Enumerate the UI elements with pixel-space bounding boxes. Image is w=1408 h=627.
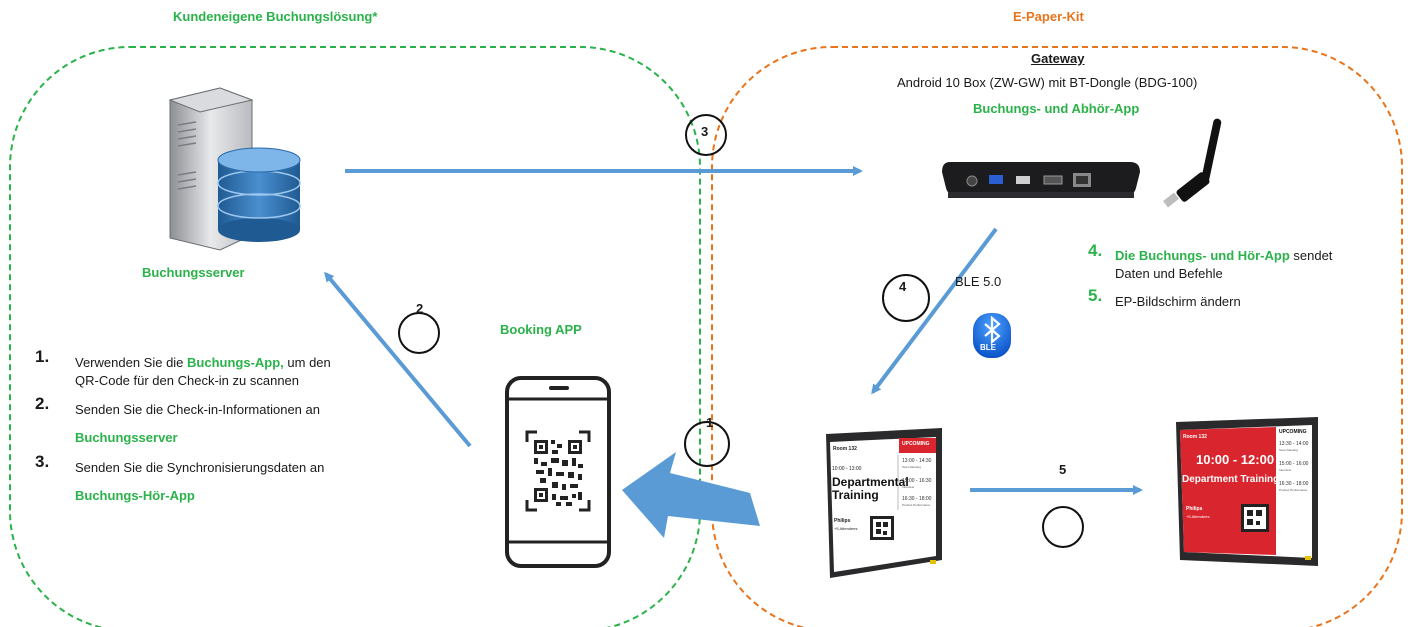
right-zone-title: E-Paper-Kit xyxy=(1013,9,1084,24)
ep2-room: Room 132 xyxy=(1183,434,1207,440)
step-1-post: um den xyxy=(283,355,331,370)
ep1-attendees: +5 Attendees xyxy=(834,526,858,531)
circle-4 xyxy=(882,274,930,322)
bluetooth-logo-icon xyxy=(973,313,1011,358)
marker-2: 2 xyxy=(416,301,424,316)
ep1-slot1: 13:00 - 14:30 xyxy=(902,458,932,464)
step-3-number: 3. xyxy=(35,452,50,471)
ep2-upcoming: UPCOMING xyxy=(1279,429,1307,435)
gateway-description: Android 10 Box (ZW-GW) mit BT-Dongle (BD… xyxy=(897,75,1198,90)
ep1-time: 10:00 - 13:00 xyxy=(832,466,862,472)
circle-5 xyxy=(1042,506,1084,548)
ep2-attendees: +5 Attendees xyxy=(1186,514,1210,519)
gateway-box-icon xyxy=(942,162,1140,198)
circle-1 xyxy=(684,421,730,467)
bt-logo-text: BLE xyxy=(980,343,996,352)
circle-3 xyxy=(685,114,727,156)
ep1-room: Room 132 xyxy=(833,446,857,452)
step-4-text: Die Buchungs- und Hör-App sendet xyxy=(1115,247,1332,264)
ep1-slot2-sub: Interview xyxy=(902,485,915,489)
ep2-slot2: 15:00 - 16:00 xyxy=(1279,461,1309,467)
gateway-app-label: Buchungs- und Abhör-App xyxy=(973,101,1140,116)
ep2-slot3-sub: Product Performance xyxy=(1279,488,1308,492)
step-5-number: 5. xyxy=(1088,286,1103,305)
ep1-title1: Departmental xyxy=(832,475,909,489)
step-4-highlight: Die Buchungs- und Hör-App xyxy=(1115,248,1290,263)
step-3-highlight: Buchungs-Hör-App xyxy=(75,488,195,503)
epaper-device-2 xyxy=(1176,417,1318,566)
ep2-person: Philips xyxy=(1186,506,1203,512)
step-1-line2: QR-Code für den Check-in zu scannen xyxy=(75,373,300,388)
marker-1: 1 xyxy=(706,415,714,430)
step-5-text: EP-Bildschirm ändern xyxy=(1115,294,1241,309)
marker-3: 3 xyxy=(701,124,709,139)
step-3-text: Senden Sie die Synchronisierungsdaten an xyxy=(75,460,325,475)
server-icon xyxy=(168,87,301,251)
ep2-slot2-sub: Interview xyxy=(1279,468,1292,472)
circle-2 xyxy=(398,312,440,354)
ep2-slot1: 13:30 - 14:00 xyxy=(1279,441,1309,447)
step-2-text: Senden Sie die Check-in-Informationen an xyxy=(75,402,320,417)
ep1-person: Philips xyxy=(834,518,851,524)
step-2-highlight: Buchungsserver xyxy=(75,430,178,445)
ep1-slot3-sub: Product Performance xyxy=(902,503,931,507)
step-4-post: sendet xyxy=(1289,248,1333,263)
right-zone-outline xyxy=(711,46,1403,627)
arrow-2 xyxy=(324,271,472,448)
ep2-slot1-sub: Team Meeting xyxy=(1279,448,1298,452)
step-4-number: 4. xyxy=(1088,241,1103,260)
ep2-slot3: 16:30 - 18:00 xyxy=(1279,481,1309,487)
arrow-4 xyxy=(871,227,998,395)
step-1-text: Verwenden Sie die Buchungs-App, um den xyxy=(75,354,331,371)
left-zone-title: Kundeneigene Buchungslösung* xyxy=(173,9,378,24)
left-zone-outline xyxy=(9,46,701,627)
step-1-number: 1. xyxy=(35,347,50,366)
bt-dongle-icon xyxy=(1163,118,1222,208)
epaper-device-1 xyxy=(826,428,942,578)
marker-4: 4 xyxy=(899,279,907,294)
smartphone-icon xyxy=(505,376,611,568)
ep2-title: Department Training xyxy=(1182,474,1280,485)
ep1-slot2: 15:00 - 16:30 xyxy=(902,478,932,484)
booking-app-label: Booking APP xyxy=(500,322,582,337)
step-4-line2: Daten und Befehle xyxy=(1115,266,1223,281)
arrow-1 xyxy=(622,452,760,538)
step-2-number: 2. xyxy=(35,394,50,413)
marker-5: 5 xyxy=(1059,462,1067,477)
ble-label: BLE 5.0 xyxy=(955,274,1002,289)
ep2-time: 10:00 - 12:00 xyxy=(1196,452,1275,467)
ep1-slot1-sub: Team Meeting xyxy=(902,465,921,469)
ep1-title2: Training xyxy=(832,488,879,502)
ep1-slot3: 16:30 - 18:00 xyxy=(902,496,932,502)
step-1-highlight: Buchungs-App, xyxy=(187,355,284,370)
ep1-upcoming: UPCOMING xyxy=(902,441,930,447)
step-1-pre: Verwenden Sie die xyxy=(75,355,188,370)
server-label: Buchungsserver xyxy=(142,265,245,280)
gateway-heading: Gateway xyxy=(1031,51,1085,66)
